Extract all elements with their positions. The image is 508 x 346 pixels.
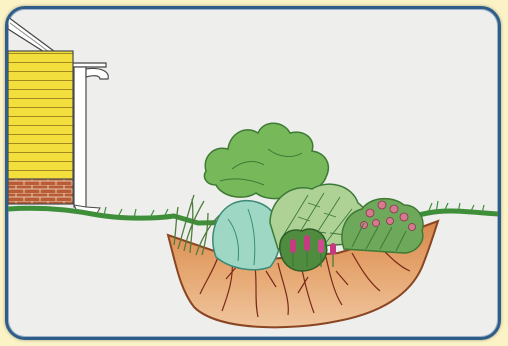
rain-garden-illustration xyxy=(8,9,498,337)
house xyxy=(8,17,108,215)
downspout xyxy=(74,67,86,207)
yellow-siding xyxy=(8,51,73,181)
flowering-shrub xyxy=(204,123,328,198)
blue-green-shrub xyxy=(213,201,280,270)
brick-foundation xyxy=(8,179,73,204)
picture-frame xyxy=(5,6,501,340)
gutter xyxy=(86,68,108,79)
